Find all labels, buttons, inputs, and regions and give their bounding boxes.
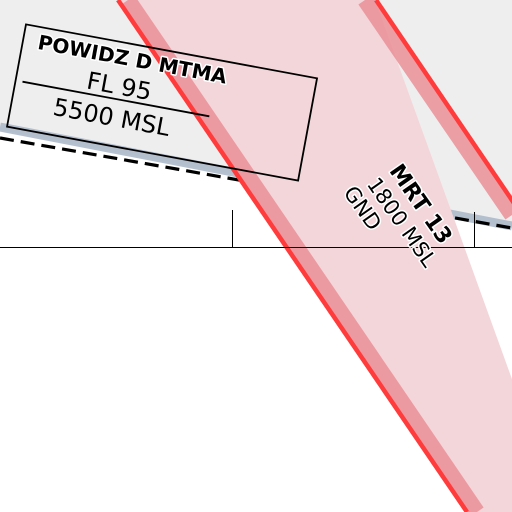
tma-label-box [5,23,319,182]
mrt-boundary-band-left [121,0,484,512]
mrt-boundary-right [374,0,512,205]
mrt-boundary-left [116,0,469,512]
tma-limit-separator [22,80,210,118]
mrt-boundary-band-right [358,0,512,220]
